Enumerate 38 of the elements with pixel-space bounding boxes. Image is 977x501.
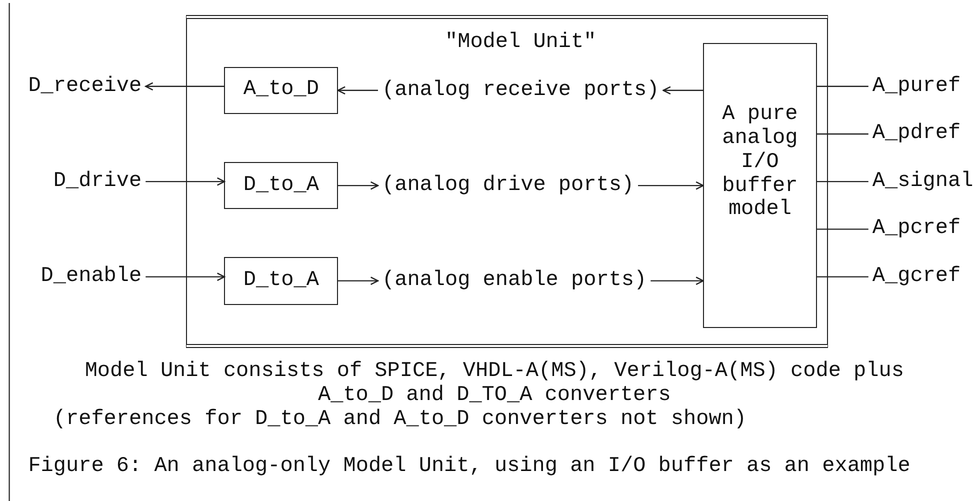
signal-label: A_puref bbox=[872, 74, 961, 98]
arrow bbox=[338, 276, 379, 286]
box-label: A pure analog I/O buffer model bbox=[721, 103, 799, 222]
arrow bbox=[650, 276, 704, 286]
arrow bbox=[337, 86, 378, 95]
connector-line bbox=[816, 228, 868, 230]
connector-line bbox=[816, 180, 868, 182]
note-text: Model Unit consists of SPICE, VHDL-A(MS), Verilog-A(MS) code plus A_to_D and D_TO_A converters bbox=[84, 360, 905, 408]
signal-label: D_enable bbox=[40, 264, 142, 289]
converter-box bbox=[224, 257, 338, 305]
arrow bbox=[338, 181, 379, 190]
signal-label: A_gcref bbox=[872, 264, 961, 289]
signal-label: A_signal bbox=[872, 170, 974, 194]
box-label: D_to_A bbox=[243, 268, 319, 293]
connector-line bbox=[816, 276, 868, 278]
signal-label: A_pdref bbox=[872, 122, 961, 146]
unit-title: "Model Unit" bbox=[444, 30, 596, 55]
signal-label: A_pcref bbox=[872, 217, 961, 242]
arrow bbox=[638, 181, 704, 190]
port-label: (analog enable ports) bbox=[382, 268, 647, 293]
connector-line bbox=[816, 86, 868, 87]
arrow bbox=[146, 177, 226, 186]
arrow bbox=[144, 82, 224, 91]
signal-label: D_receive bbox=[28, 74, 142, 98]
buffer-model-box bbox=[703, 42, 817, 328]
arrow bbox=[146, 272, 226, 282]
connector-line bbox=[816, 133, 868, 135]
converter-box bbox=[224, 162, 338, 210]
figure-caption: Figure 6: An analog-only Model Unit, using an I/O buffer as an example bbox=[28, 455, 910, 480]
box-label: A_to_D bbox=[243, 78, 319, 102]
arrow bbox=[662, 86, 704, 95]
note-text: (references for D_to_A and A_to_D converters not shown) bbox=[53, 408, 747, 432]
model-unit-box bbox=[186, 15, 828, 348]
port-label: (analog receive ports) bbox=[382, 78, 660, 102]
box-label: D_to_A bbox=[243, 174, 319, 198]
port-label: (analog drive ports) bbox=[382, 174, 634, 198]
converter-box bbox=[224, 66, 338, 114]
signal-label: D_drive bbox=[53, 170, 142, 194]
